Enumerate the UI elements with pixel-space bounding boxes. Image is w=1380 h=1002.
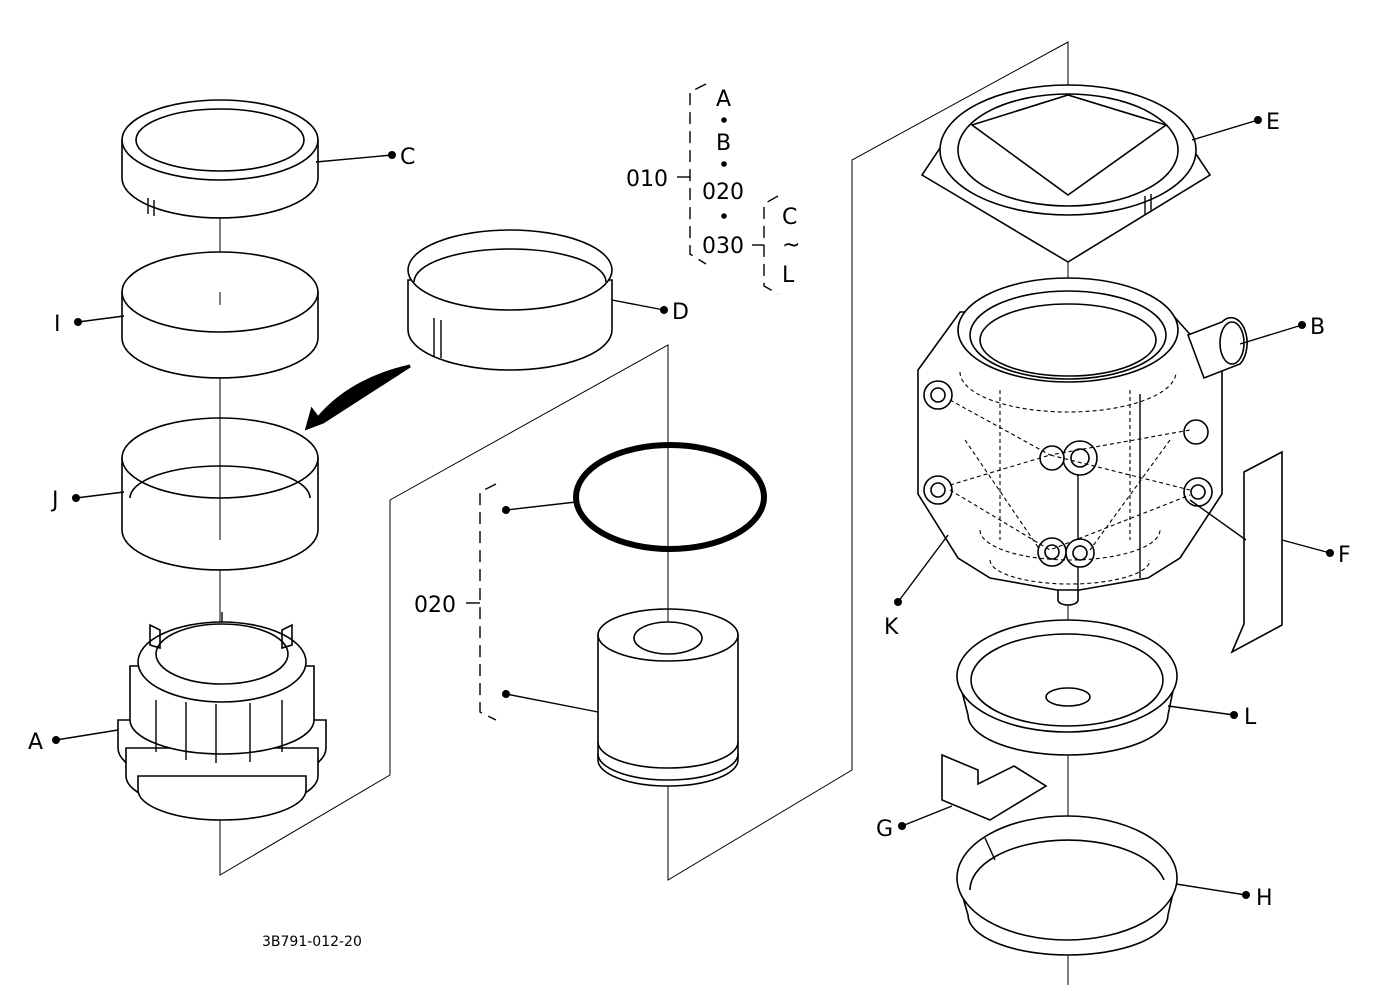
- label-f: F: [1338, 543, 1351, 568]
- label-e: E: [1266, 110, 1280, 135]
- label-b: B: [1310, 315, 1325, 340]
- part-f-strip: [1230, 450, 1283, 654]
- part-e-flange-ring: [920, 84, 1212, 263]
- part-l-tray: [956, 619, 1178, 756]
- drawing-number: 3B791-012-20: [262, 934, 362, 950]
- filter-element: [597, 570, 739, 787]
- part-g-bracket: [941, 753, 1048, 821]
- group-020-bracket: 020: [414, 483, 497, 721]
- callouts: C I J A D E B F K L: [28, 110, 1351, 911]
- legend-code-030: 030: [702, 234, 744, 259]
- legend-range-to: L: [782, 263, 795, 288]
- legend-block: 010 A B 020 030 C ~ L: [626, 83, 800, 295]
- label-j: J: [50, 488, 59, 513]
- label-d: D: [672, 300, 689, 325]
- part-c-split-ring: [121, 99, 319, 219]
- legend-range-tilde: ~: [782, 233, 800, 258]
- legend-code-020: 020: [702, 180, 744, 205]
- legend-seq-a: A: [716, 87, 731, 112]
- o-ring: [573, 442, 767, 552]
- part-b-housing: [917, 277, 1248, 606]
- legend-code-010: 010: [626, 167, 668, 192]
- label-k: K: [884, 615, 899, 640]
- part-a-cap: [117, 612, 327, 821]
- label-l: L: [1244, 705, 1257, 730]
- label-i: I: [54, 312, 61, 337]
- arrow-d-to-j: [304, 364, 411, 431]
- label-c: C: [400, 145, 415, 170]
- part-i-disc: [121, 251, 319, 379]
- label-a: A: [28, 730, 43, 755]
- legend-range-from: C: [782, 205, 797, 230]
- label-h: H: [1256, 886, 1273, 911]
- part-h-dish: [956, 815, 1178, 956]
- legend-seq-b: B: [716, 131, 731, 156]
- group-code-020: 020: [414, 593, 456, 618]
- label-g: G: [876, 817, 893, 842]
- part-j-ring: [121, 410, 319, 571]
- part-d-band: [407, 229, 613, 371]
